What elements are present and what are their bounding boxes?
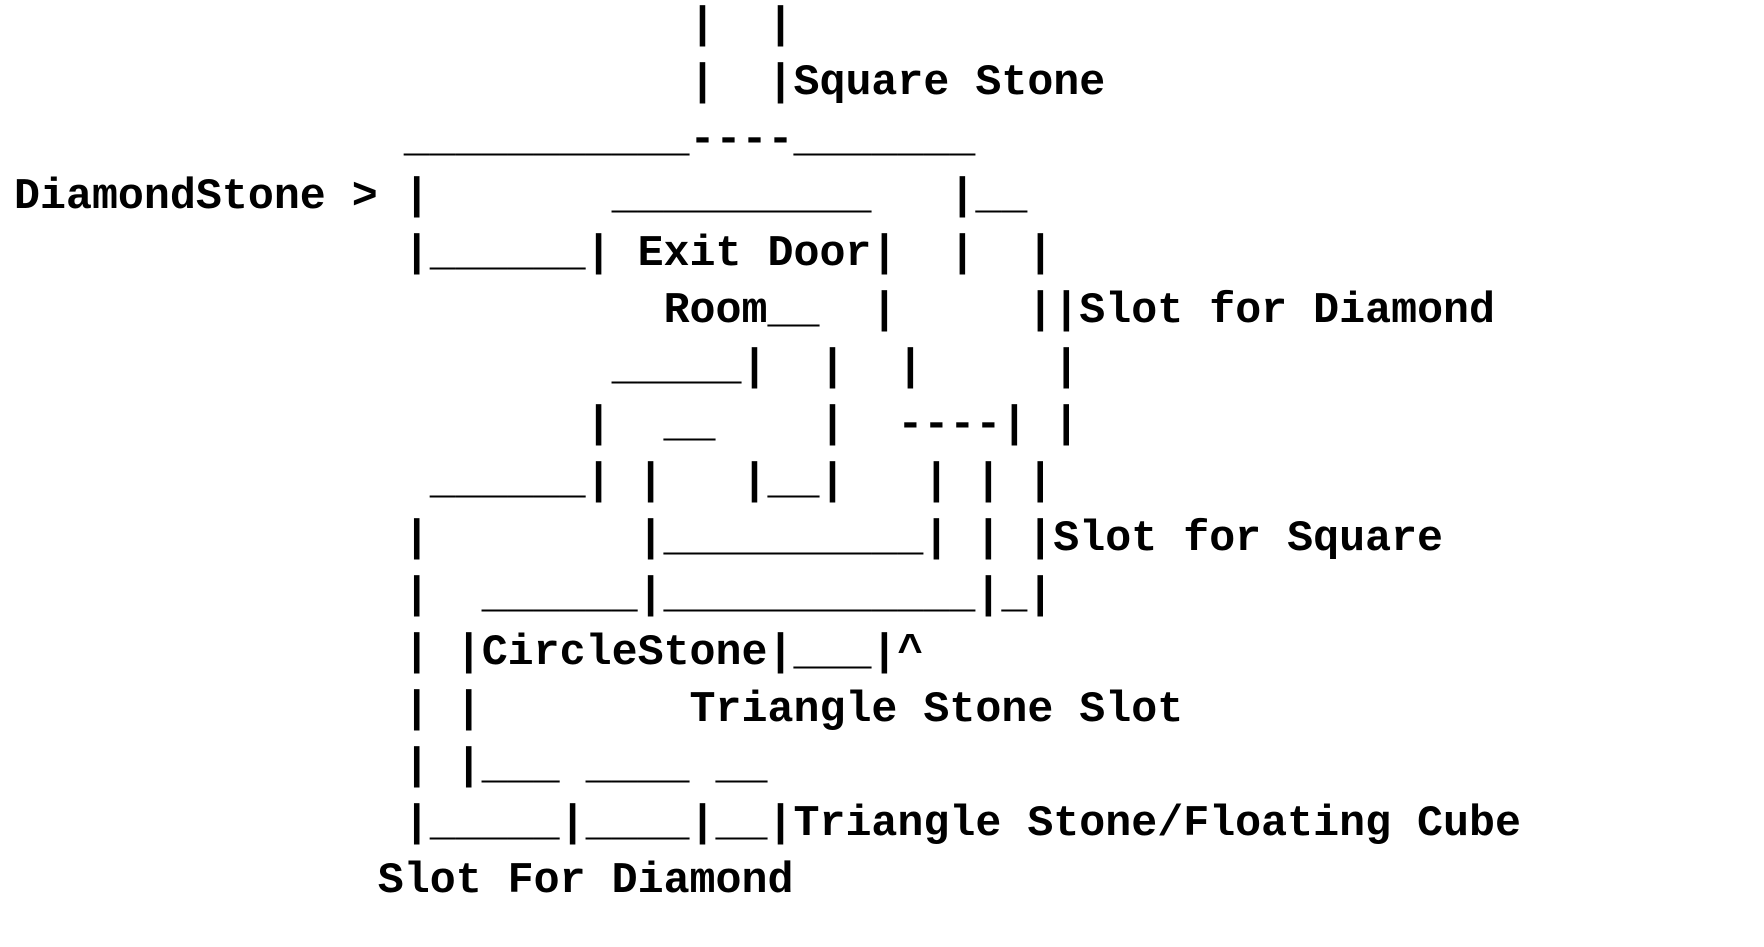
- map-line-15: |_____|____|__|Triangle Stone/Floating C…: [14, 796, 1521, 853]
- label-room: Room: [663, 287, 768, 336]
- map-line-16-indent: [14, 857, 378, 906]
- label-exit-door: Exit Door: [637, 230, 872, 279]
- map-line-13-walls: | |: [14, 686, 690, 735]
- map-line-9: ______| | |__| | | |: [14, 458, 1054, 507]
- ascii-map: | | | |Square Stone ___________----_____…: [14, 0, 1521, 910]
- map-line-6-walls: __ | |: [767, 287, 1054, 336]
- map-line-13: | | Triangle Stone Slot: [14, 682, 1521, 739]
- label-diamond-stone: DiamondStone >: [14, 173, 378, 222]
- map-line-12: | |CircleStone|___|^: [14, 625, 1521, 682]
- map-line-6: Room__ | ||Slot for Diamond: [14, 283, 1521, 340]
- map-line-8: | __ | ----| |: [14, 401, 1080, 450]
- map-line-14: | |___ ____ __: [14, 743, 768, 792]
- label-slot-for-square: Slot for Square: [1053, 515, 1444, 564]
- map-line-4-walls: | __________ |__: [377, 173, 1028, 222]
- label-triangle-stone-slot: Triangle Stone Slot: [689, 686, 1184, 735]
- map-line-16: Slot For Diamond: [14, 853, 1521, 910]
- map-line-10: | |__________| | |Slot for Square: [14, 511, 1521, 568]
- map-line-2: | |Square Stone: [14, 55, 1521, 112]
- map-line-10-walls: | |__________| | |: [14, 515, 1054, 564]
- map-line-5: |______| Exit Door| | |: [14, 226, 1521, 283]
- map-line-11: | ______|____________|_|: [14, 572, 1054, 621]
- map-line-6-indent: [14, 287, 664, 336]
- map-line-5-walls: |______|: [14, 230, 638, 279]
- map-line-7: _____| | | |: [14, 344, 1080, 393]
- label-triangle-stone-floating-cube: Triangle Stone/Floating Cube: [793, 800, 1521, 849]
- map-line-12-walls: | |: [14, 629, 482, 678]
- map-line-12-walls-right: |___|^: [767, 629, 924, 678]
- map-line-2-walls: | |: [14, 59, 794, 108]
- label-square-stone: Square Stone: [793, 59, 1106, 108]
- map-line-15-walls: |_____|____|__|: [14, 800, 794, 849]
- map-line-3: ___________----_______: [14, 116, 976, 165]
- label-slot-for-diamond-bottom: Slot For Diamond: [377, 857, 794, 906]
- map-line-1: | |: [14, 2, 794, 51]
- map-line-4: DiamondStone > | __________ |__: [14, 169, 1521, 226]
- label-slot-for-diamond-right: Slot for Diamond: [1079, 287, 1496, 336]
- map-line-5-walls-right: | | |: [871, 230, 1054, 279]
- label-circle-stone: CircleStone: [481, 629, 768, 678]
- map-line-6-wall-pipe: |: [1053, 287, 1080, 336]
